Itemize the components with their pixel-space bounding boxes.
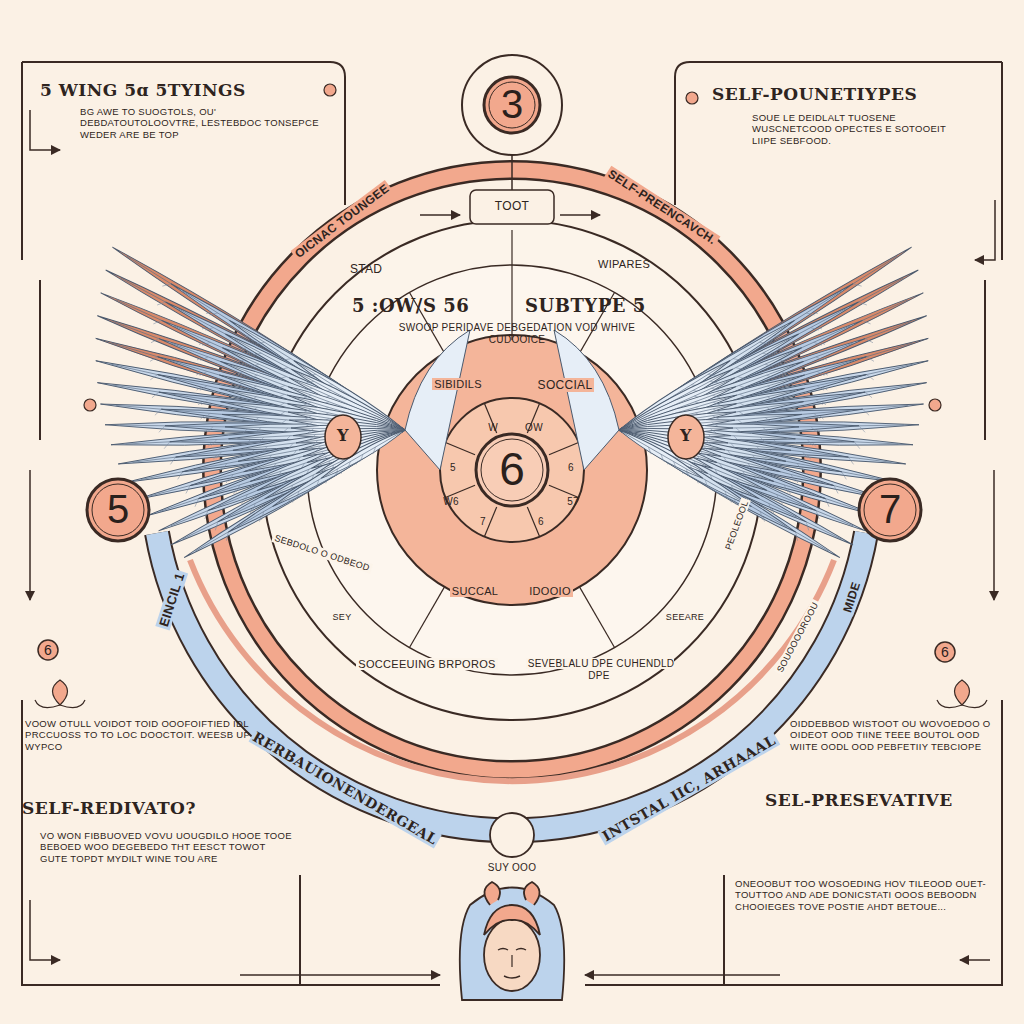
diagram-label: SELF-PREENCAVCH. <box>578 149 745 265</box>
number-circle: 7 <box>857 477 923 543</box>
number-circle: 6 <box>474 432 550 508</box>
diagram-label: MIDE <box>836 566 868 628</box>
diagram-label: OW <box>520 422 548 434</box>
salmon-disc <box>377 335 647 605</box>
diagram-label: 5 <box>446 462 460 474</box>
circle-number: 6 <box>44 643 52 657</box>
circle-number: 6 <box>941 645 949 659</box>
section-heading: SUBTYPE 5 <box>525 295 675 317</box>
inner-disc <box>440 398 584 542</box>
diagram-label: OIDDEBBOD WISTOOT OU WOVOEDOO O OIDEOT O… <box>790 718 1000 752</box>
label-patch: SUCCAL <box>450 585 500 597</box>
section-heading: 5 :OW/S 56 <box>352 295 517 317</box>
diagram-label: OICNAC TOUNGEE <box>274 167 410 275</box>
top-tab <box>470 190 554 224</box>
outer-ring-edge <box>212 170 812 770</box>
label-patch: SEBDOLO O ODBEOD <box>271 532 372 573</box>
diagram-label: TOOT <box>488 199 536 213</box>
circle-number: 5 <box>107 489 129 529</box>
label-patch: SOUOOOOROOU <box>774 599 821 676</box>
section-heading: Y <box>333 426 353 445</box>
wings-illustration <box>94 243 930 564</box>
diagram-label: SOUOOOOROOU <box>765 582 831 693</box>
label-patch: SELF-PREENCAVCH. <box>604 166 721 249</box>
circle-number: 3 <box>501 84 523 124</box>
diagram-label: SWOOP PERIDAVE DEBGEDATION VOD WHIVE CUD… <box>382 322 652 346</box>
diagram-label: STAD <box>350 262 400 276</box>
circle-number: 6 <box>499 446 525 492</box>
wing-oval <box>325 415 361 459</box>
label-patch: MIDE <box>840 578 864 616</box>
diagram-label: 6 <box>564 462 578 474</box>
label-patch: SOCCIAL <box>536 378 595 392</box>
label-patch: PEOLEOOL <box>722 498 750 553</box>
label-patch: SEVEBLALU DPE CUHENDLD DPE <box>526 658 675 681</box>
label-patch: SIBIDILS <box>432 378 484 390</box>
diagram-label: W6 <box>438 496 464 508</box>
label-patch: SUY OOO <box>486 862 539 873</box>
diagram-label: INTSTAL IIC, ARHAAAL <box>564 711 815 866</box>
frame-lines <box>22 62 1002 985</box>
section-heading: SELF-POUNETIYPES <box>712 84 982 104</box>
diagram-label: W <box>483 422 503 434</box>
diagram-label: 6 <box>534 516 548 528</box>
number-circle: 6 <box>933 640 957 664</box>
diagram-label: SEEARE <box>655 612 715 623</box>
diagram-label: VOOW OTULL VOIDOT TOID OOOFOIFTIED IDL P… <box>25 718 260 752</box>
diagram-label: IDOOIO <box>515 585 585 598</box>
section-heading: SELF-REDIVATO? <box>22 798 282 818</box>
arrow-marks <box>30 110 995 975</box>
diagram-label: VO WON FIBBUOVED VOVU UOUGDILO HOOE TOOE… <box>40 830 295 864</box>
label-patch: SEY <box>331 612 354 622</box>
diagram-label: WIPARES <box>598 258 678 271</box>
diagram-label: ONEOOBUT TOO WOSOEDING HOV TILEOOD OUET-… <box>735 878 1005 912</box>
diagram-label: SUY OOO <box>482 862 542 874</box>
diagram-label: 7 <box>476 516 490 528</box>
label-patch: IDOOIO <box>527 585 573 597</box>
diagram-label: SOUE LE DEIDLALT TUOSENE WUSCNETCOOD OPE… <box>752 112 962 146</box>
diagram-label: SEY <box>322 612 362 623</box>
diagram-label: SEVEBLALU DPE CUHENDLD DPE <box>515 658 685 682</box>
number-circle: 3 <box>482 75 542 135</box>
section-heading: 5 WING 5ɑ 5TYINGS <box>40 80 305 100</box>
flower-ornaments <box>35 84 987 708</box>
label-patch: INTSTAL IIC, ARHAAAL <box>598 731 780 845</box>
wing-oval <box>668 415 704 459</box>
ring <box>262 220 762 720</box>
wing <box>554 243 930 564</box>
circle-number: 7 <box>879 489 901 529</box>
ring <box>307 265 717 675</box>
label-patch: EINCIL 1 <box>155 569 188 630</box>
label-patch: SEEARE <box>664 612 706 622</box>
section-heading: SEL-PRESEVATIVE <box>765 790 1015 810</box>
number-circle: 6 <box>36 638 60 662</box>
diagram-label: EINCIL 1 <box>151 555 194 645</box>
wing <box>94 243 470 564</box>
diagram-label: SOCCIAL <box>525 378 605 392</box>
diagram-label: PEOLEOOL <box>717 481 758 569</box>
diagram-label: SIBIDILS <box>418 378 498 391</box>
diagram-label: SEBDOLO O ODBEOD <box>263 530 380 577</box>
section-heading: Y <box>676 426 696 445</box>
diagram-label: 57 <box>560 496 586 508</box>
face-figure <box>460 813 564 1000</box>
top-pedestal <box>462 55 562 155</box>
diagram-label: SUCCAL <box>440 585 510 598</box>
number-circle: 5 <box>85 477 151 543</box>
outer-ring <box>212 170 812 770</box>
label-patch: OICNAC TOUNGEE <box>291 180 394 262</box>
diagram-label: BG AWE TO SUOGTOLS, OU' DEBDATOUTOLOOVTR… <box>80 106 320 140</box>
label-patch: SOCCEEUING BRPOROS <box>356 658 497 670</box>
diagram-label: SOCCEEUING BRPOROS <box>352 658 502 671</box>
